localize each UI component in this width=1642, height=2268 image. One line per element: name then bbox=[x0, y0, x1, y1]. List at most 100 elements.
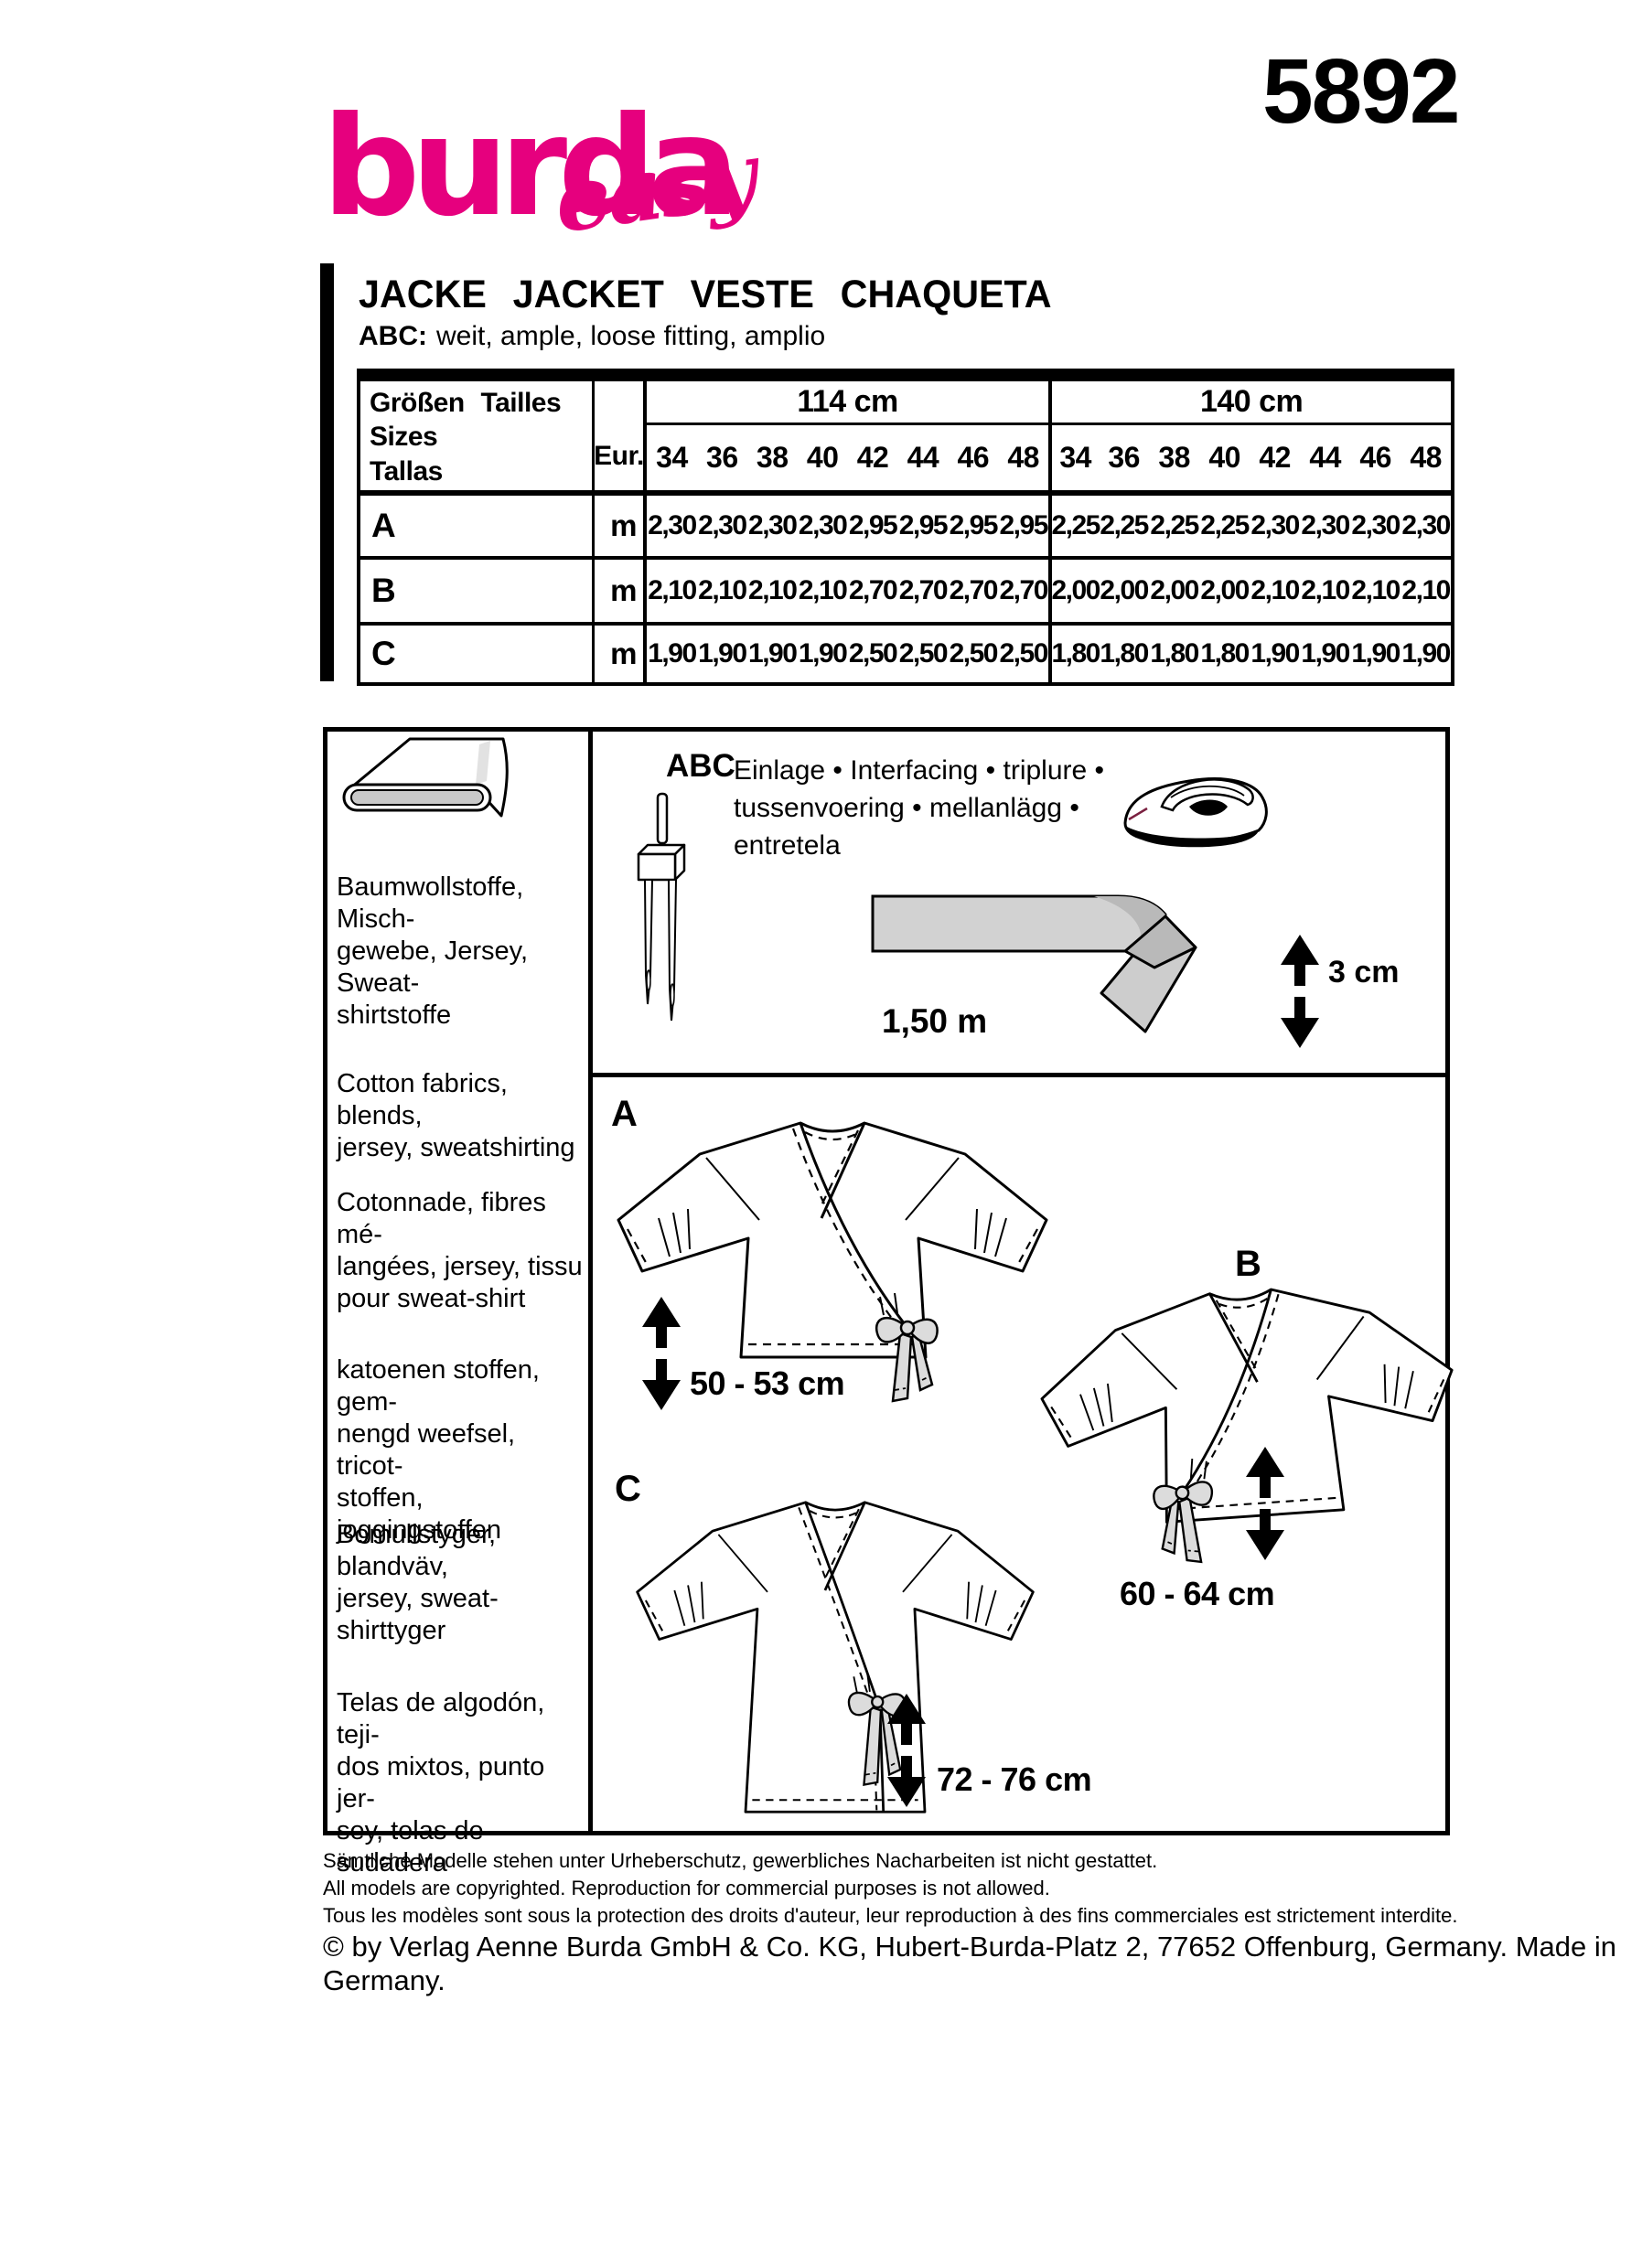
table-size-header: 34 bbox=[1048, 425, 1100, 496]
table-value: 2,50 bbox=[848, 638, 898, 669]
interfacing-line: Einlage • Interfacing • triplure • bbox=[734, 755, 1105, 786]
column-divider bbox=[588, 727, 593, 1835]
table-value: 2,30 bbox=[647, 496, 697, 560]
table-size-header: 42 bbox=[847, 425, 898, 496]
table-value: 2,30 bbox=[696, 496, 747, 560]
table-value: 2,10 bbox=[647, 560, 697, 626]
table-value: 2,50 bbox=[898, 638, 949, 669]
view-b-label: B bbox=[1235, 1244, 1261, 1284]
fabric-text-block: Cotton fabrics, blends, jersey, sweatshir… bbox=[337, 1068, 588, 1164]
fabric-text-line: sey, telas de sudadera bbox=[337, 1816, 484, 1878]
fabric-text-block: Telas de algodón, teji-dos mixtos, punto… bbox=[337, 1687, 588, 1879]
title-accent-bar bbox=[320, 263, 334, 681]
fabric-text-line: Cotonnade, fibres mé- bbox=[337, 1188, 546, 1249]
table-value: 2,10 bbox=[746, 560, 798, 626]
section-divider bbox=[593, 1073, 1450, 1077]
length-arrow-b-icon bbox=[1246, 1447, 1284, 1560]
table-value: 2,70 bbox=[847, 560, 898, 626]
table-value: 1,80 bbox=[1200, 638, 1250, 669]
interfacing-length: 1,50 m bbox=[882, 1002, 988, 1040]
fabric-text-line: nengd weefsel, tricot- bbox=[337, 1419, 516, 1481]
fabric-text-line: shirtstoffe bbox=[337, 1000, 452, 1030]
interfacing-text: Einlage • Interfacing • triplure • tusse… bbox=[734, 752, 1173, 864]
table-size-header: 48 bbox=[998, 425, 1049, 496]
table-size-header: 36 bbox=[696, 425, 747, 496]
table-value: 2,10 bbox=[696, 560, 747, 626]
table-eur-label: Eur. bbox=[594, 381, 647, 496]
table-value: 2,10 bbox=[1300, 560, 1350, 626]
table-size-header: 46 bbox=[948, 425, 999, 496]
fabric-text-line: Baumwollstoffe, Misch- bbox=[337, 872, 524, 934]
table-value: 2,25 bbox=[1199, 496, 1250, 560]
length-arrow-a-icon bbox=[642, 1297, 681, 1410]
interfacing-views-label: ABC bbox=[666, 748, 735, 784]
table-size-header: 40 bbox=[797, 425, 848, 496]
table-value: 2,50 bbox=[949, 638, 999, 669]
table-value: 1,80 bbox=[1100, 638, 1149, 669]
fabric-text-line: Cotton fabrics, blends, bbox=[337, 1069, 508, 1130]
fabric-text-line: stoffen, joggingstoffen bbox=[337, 1483, 502, 1545]
view-c-length: 72 - 76 cm bbox=[937, 1760, 1092, 1798]
table-unit: m bbox=[595, 496, 647, 560]
publisher-copyright: © by Verlag Aenne Burda GmbH & Co. KG, H… bbox=[323, 1931, 1616, 1997]
table-value: 2,95 bbox=[847, 496, 898, 560]
interfacing-strip-icon bbox=[871, 894, 1197, 1033]
fabric-text-block: Cotonnade, fibres mé-langées, jersey, ti… bbox=[337, 1187, 588, 1315]
table-size-header: 44 bbox=[897, 425, 949, 496]
fabric-text-line: jersey, sweatshirting bbox=[337, 1133, 575, 1162]
table-size-header: 36 bbox=[1099, 425, 1150, 496]
fabric-text-line: Bomullstyger, blandväv, bbox=[337, 1520, 497, 1581]
table-value: 2,30 bbox=[1401, 496, 1451, 560]
iron-icon bbox=[1123, 777, 1268, 848]
size-label-line1: Größen Tailles Sizes bbox=[370, 387, 562, 453]
table-value: 1,80 bbox=[1150, 638, 1199, 669]
fabric-text-line: langées, jersey, tissu bbox=[337, 1252, 583, 1281]
view-b-length: 60 - 64 cm bbox=[1120, 1575, 1275, 1612]
fabric-text-line: katoenen stoffen, gem- bbox=[337, 1355, 540, 1417]
table-size-header: 40 bbox=[1199, 425, 1250, 496]
fabric-text-line: gewebe, Jersey, Sweat- bbox=[337, 936, 529, 998]
width-arrow-icon bbox=[1281, 935, 1319, 1048]
view-c-label: C bbox=[615, 1469, 641, 1509]
table-value: 2,95 bbox=[948, 496, 998, 560]
table-value: 2,50 bbox=[999, 638, 1048, 669]
views-fit-description: ABC:weit, ample, loose fitting, amplio bbox=[359, 321, 825, 351]
table-value: 2,25 bbox=[1099, 496, 1149, 560]
table-value: 2,00 bbox=[1149, 560, 1199, 626]
table-value: 2,30 bbox=[1350, 496, 1401, 560]
table-value: 1,90 bbox=[698, 638, 747, 669]
fabric-text-line: Telas de algodón, teji- bbox=[337, 1688, 545, 1749]
copyright-line-de: Sämtliche Modelle stehen unter Urhebersc… bbox=[323, 1849, 1158, 1872]
fabric-text-line: pour sweat-shirt bbox=[337, 1284, 526, 1313]
size-label-line2: Tallas bbox=[370, 455, 443, 487]
table-value: 2,95 bbox=[998, 496, 1048, 560]
table-value: 2,70 bbox=[948, 560, 998, 626]
table-value: 2,30 bbox=[1250, 496, 1300, 560]
table-size-header: 38 bbox=[1149, 425, 1200, 496]
table-value: 1,90 bbox=[1250, 638, 1300, 669]
table-view-label: C bbox=[360, 626, 595, 682]
table-unit: m bbox=[595, 626, 647, 682]
fit-text: weit, ample, loose fitting, amplio bbox=[436, 321, 826, 351]
table-size-header: 48 bbox=[1401, 425, 1452, 496]
table-value: 2,70 bbox=[897, 560, 949, 626]
page-title: JACKE JACKET VESTE CHAQUETA bbox=[359, 273, 1052, 316]
fabric-bolt-icon bbox=[342, 737, 509, 818]
table-view-label: B bbox=[360, 560, 595, 626]
table-value: 1,90 bbox=[1301, 638, 1350, 669]
table-value: 2,25 bbox=[1149, 496, 1199, 560]
table-value: 2,00 bbox=[1199, 560, 1250, 626]
table-value: 1,90 bbox=[1351, 638, 1401, 669]
interfacing-line: entretela bbox=[734, 830, 841, 861]
table-unit: m bbox=[595, 560, 647, 626]
table-size-header: 34 bbox=[647, 425, 697, 496]
table-value: 2,10 bbox=[1401, 560, 1451, 626]
table-value: 2,00 bbox=[1099, 560, 1149, 626]
materials-box bbox=[323, 727, 1450, 1835]
fabric-text-block: katoenen stoffen, gem-nengd weefsel, tri… bbox=[337, 1354, 588, 1546]
table-value: 1,90 bbox=[648, 638, 697, 669]
table-value: 2,30 bbox=[797, 496, 848, 560]
fabric-text-block: Baumwollstoffe, Misch-gewebe, Jersey, Sw… bbox=[337, 872, 588, 1032]
table-value: 2,30 bbox=[1300, 496, 1350, 560]
